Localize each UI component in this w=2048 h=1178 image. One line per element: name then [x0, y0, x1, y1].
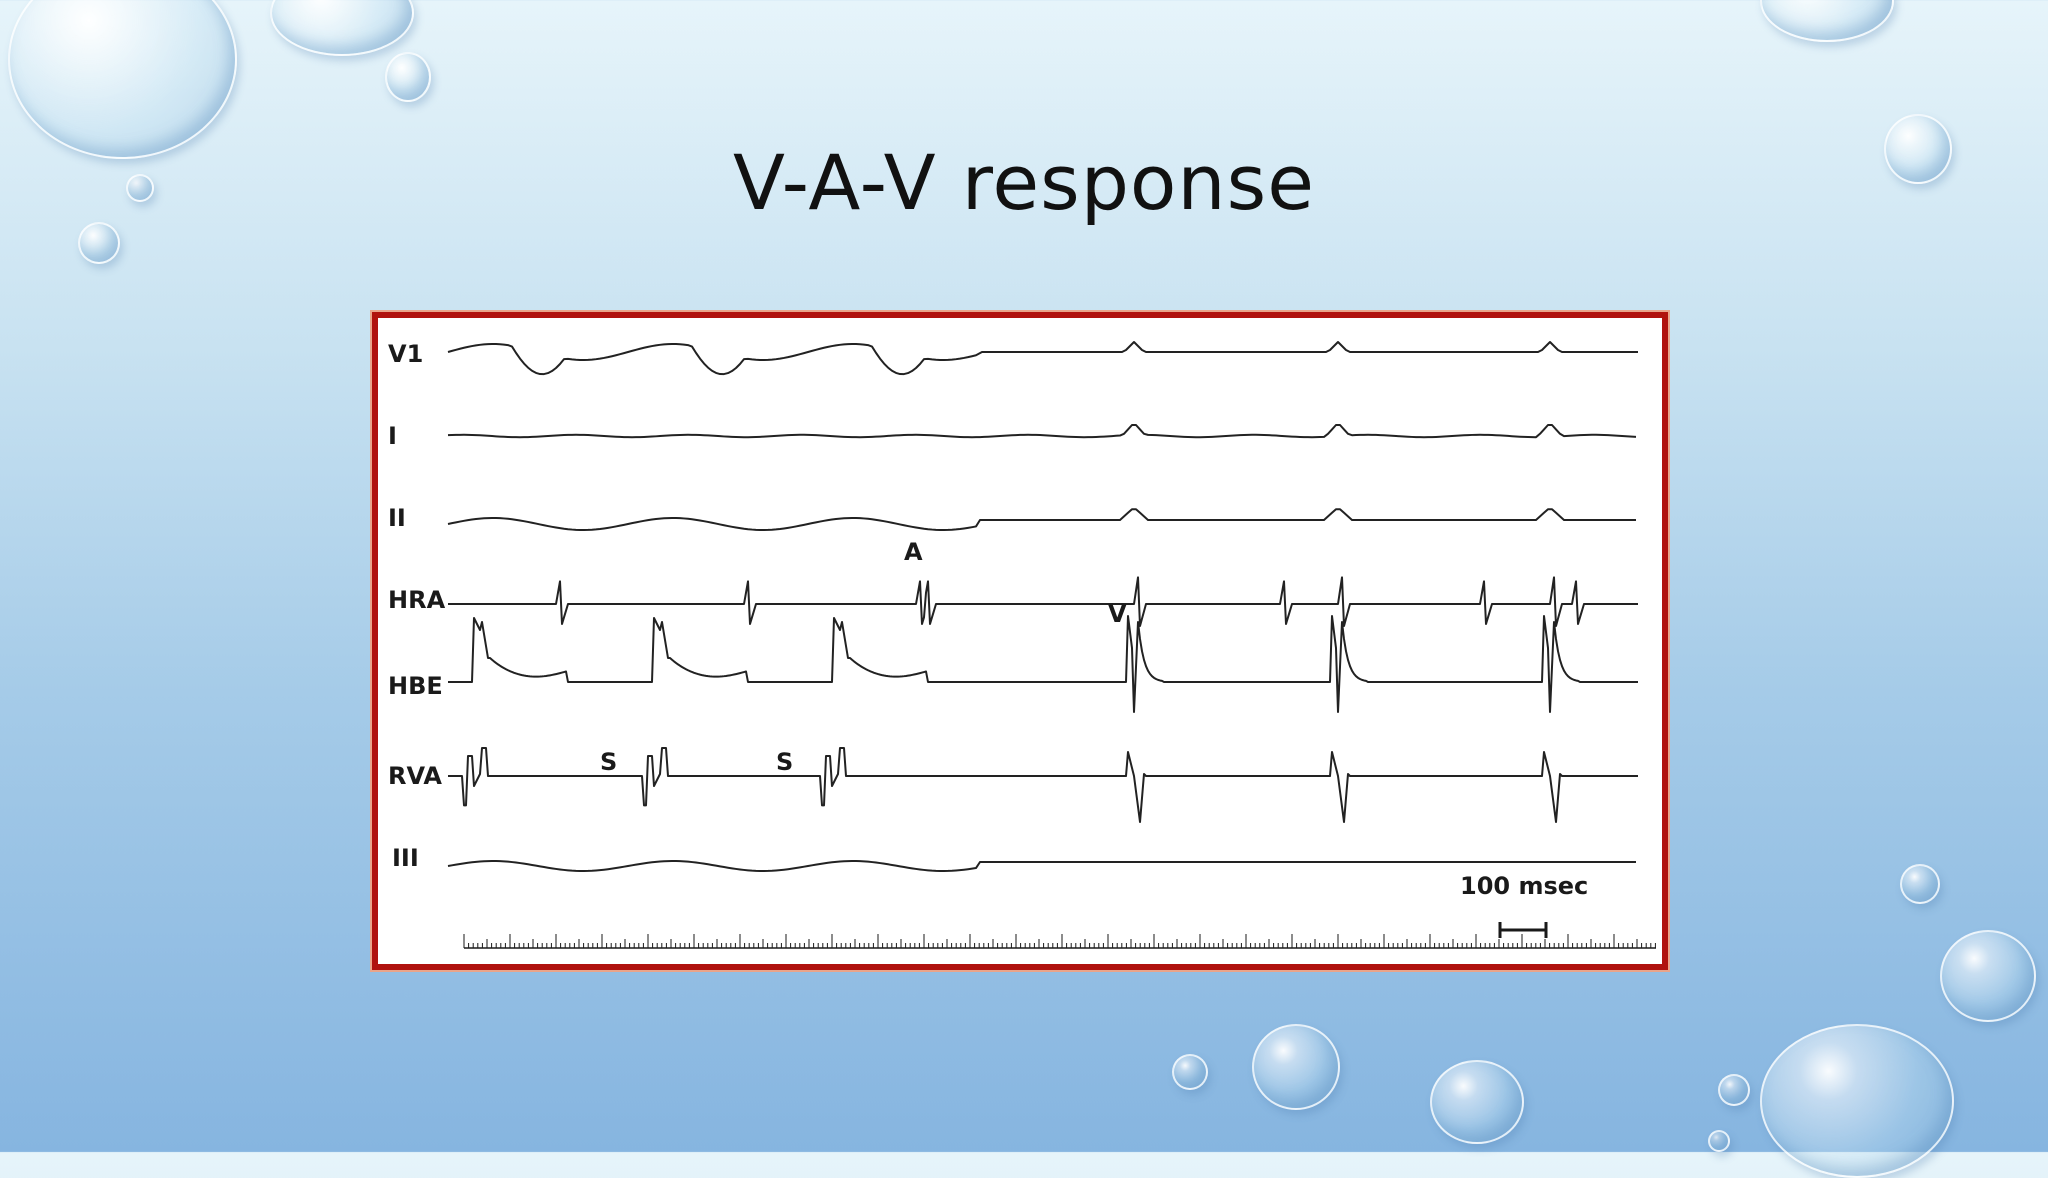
atrial-marker-label: A — [904, 538, 923, 566]
ecg-tracing-figure: V1 I II HRA HBE RVA III A V S S 100 msec — [372, 312, 1668, 970]
water-droplet-decoration — [1900, 864, 1940, 904]
water-droplet-decoration — [78, 222, 120, 264]
water-droplet-decoration — [8, 0, 237, 159]
lead-label-ii: II — [388, 504, 406, 532]
time-ruler — [463, 934, 1656, 949]
scale-bar-label: 100 msec — [1460, 872, 1588, 900]
lead-label-iii: III — [392, 844, 419, 872]
water-droplet-decoration — [1760, 0, 1894, 42]
lead-label-i: I — [388, 422, 397, 450]
ecg-trace-i — [447, 424, 1637, 439]
ecg-tracing-canvas: V1 I II HRA HBE RVA III A V S S 100 msec — [388, 340, 1656, 949]
water-droplet-decoration — [1708, 1130, 1730, 1152]
water-droplet-decoration — [1172, 1054, 1208, 1090]
water-droplet-decoration — [270, 0, 414, 56]
water-droplet-decoration — [385, 52, 431, 102]
ecg-trace-v1 — [447, 341, 1638, 376]
lead-label-hbe: HBE — [388, 672, 443, 700]
lead-label-rva: RVA — [388, 762, 442, 790]
scale-bar — [1498, 922, 1548, 938]
water-droplet-decoration — [1940, 930, 2036, 1022]
ecg-trace-hbe — [448, 615, 1638, 713]
water-droplet-decoration — [1430, 1060, 1524, 1144]
lead-label-hra: HRA — [388, 586, 446, 614]
stimulus-marker-label: S — [776, 748, 793, 776]
ecg-traces — [447, 341, 1638, 872]
stimulus-marker-label: S — [600, 748, 617, 776]
water-droplet-decoration — [126, 174, 154, 202]
ventricular-marker-label: V — [1108, 600, 1127, 628]
ecg-trace-iii — [447, 860, 1636, 872]
ecg-trace-ii — [447, 508, 1636, 531]
water-droplet-decoration — [1718, 1074, 1750, 1106]
water-droplet-decoration — [1252, 1024, 1340, 1110]
ecg-trace-rva — [448, 747, 1638, 823]
ecg-trace-hra — [448, 576, 1638, 627]
water-droplet-decoration — [1884, 114, 1952, 184]
slide-title: V-A-V response — [733, 138, 1315, 227]
water-droplet-decoration — [1760, 1024, 1954, 1178]
lead-label-v1: V1 — [388, 340, 423, 368]
